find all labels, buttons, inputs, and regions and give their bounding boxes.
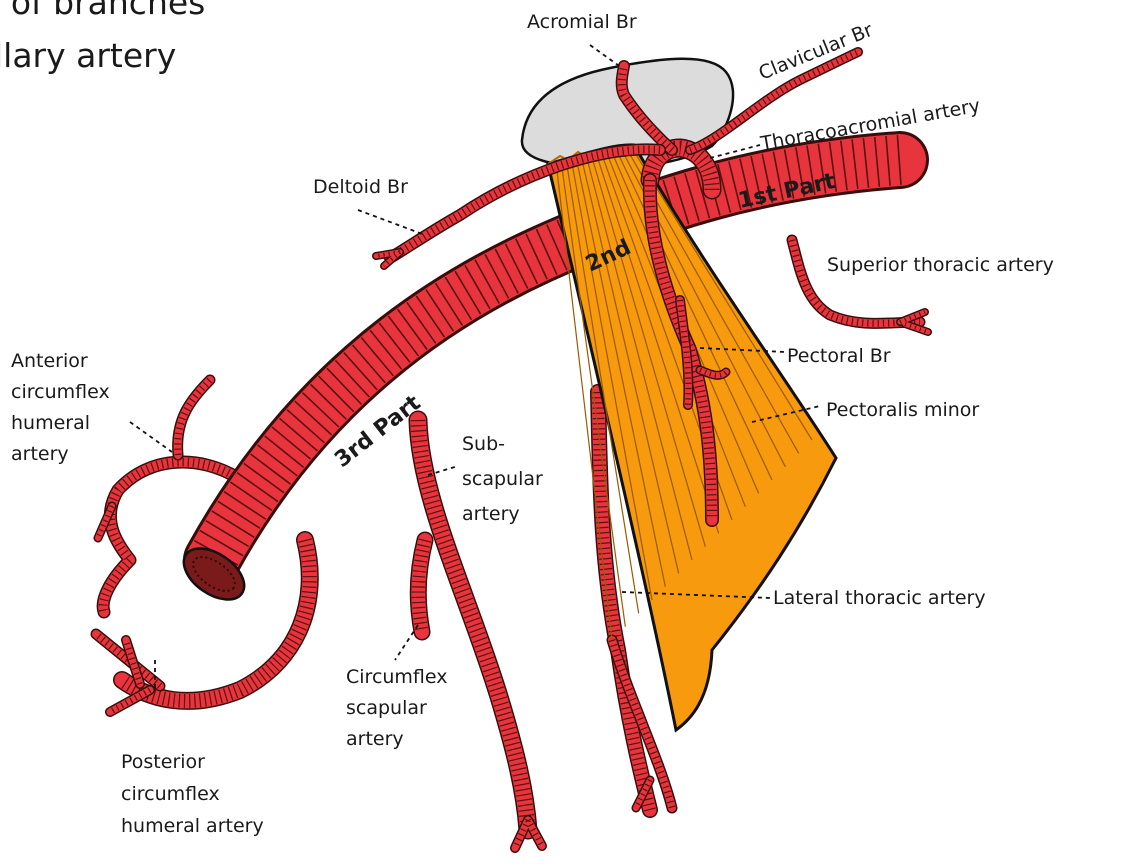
back-vessels: [96, 380, 672, 848]
label-anterior-circumflex-3: humeral: [11, 412, 90, 434]
label-superior-thoracic-artery: Superior thoracic artery: [827, 254, 1054, 276]
label-posterior-circumflex-1: Posterior: [121, 751, 205, 773]
label-anterior-circumflex-1: Anterior: [11, 350, 88, 372]
title-line-1: am of branches: [0, 0, 205, 22]
pectoral-branch-3: [700, 370, 726, 375]
label-posterior-circumflex-2: circumflex: [121, 783, 220, 805]
label-circumflex-scapular-3: artery: [346, 728, 404, 750]
axillary-artery: [175, 160, 900, 610]
label-acromial-br: Acromial Br: [527, 11, 637, 33]
leader-acromial: [590, 45, 622, 68]
label-pectoralis-minor: Pectoralis minor: [826, 399, 979, 421]
superior-thoracic-artery: [792, 240, 920, 323]
label-subscapular-2: scapular: [462, 468, 543, 490]
label-subscapular-1: Sub-: [462, 433, 505, 455]
label-anterior-circumflex-2: circumflex: [11, 381, 110, 403]
leader-deltoid: [358, 210, 425, 235]
circumflex-scapular-artery: [418, 540, 425, 632]
label-subscapular-3: artery: [462, 503, 520, 525]
deltoid-fork: [376, 252, 400, 266]
anterior-circumflex-up-branch: [178, 380, 210, 455]
label-lateral-thoracic-artery: Lateral thoracic artery: [773, 587, 986, 609]
title-line-2: llary artery: [0, 36, 176, 75]
label-anterior-circumflex-4: artery: [11, 443, 69, 465]
leader-anterior-circumflex: [130, 422, 172, 452]
label-circumflex-scapular-2: scapular: [346, 697, 427, 719]
label-posterior-circumflex-3: humeral artery: [121, 815, 264, 837]
label-pectoral-br: Pectoral Br: [787, 345, 891, 367]
label-deltoid-br: Deltoid Br: [313, 176, 408, 198]
label-circumflex-scapular-1: Circumflex: [346, 666, 448, 688]
